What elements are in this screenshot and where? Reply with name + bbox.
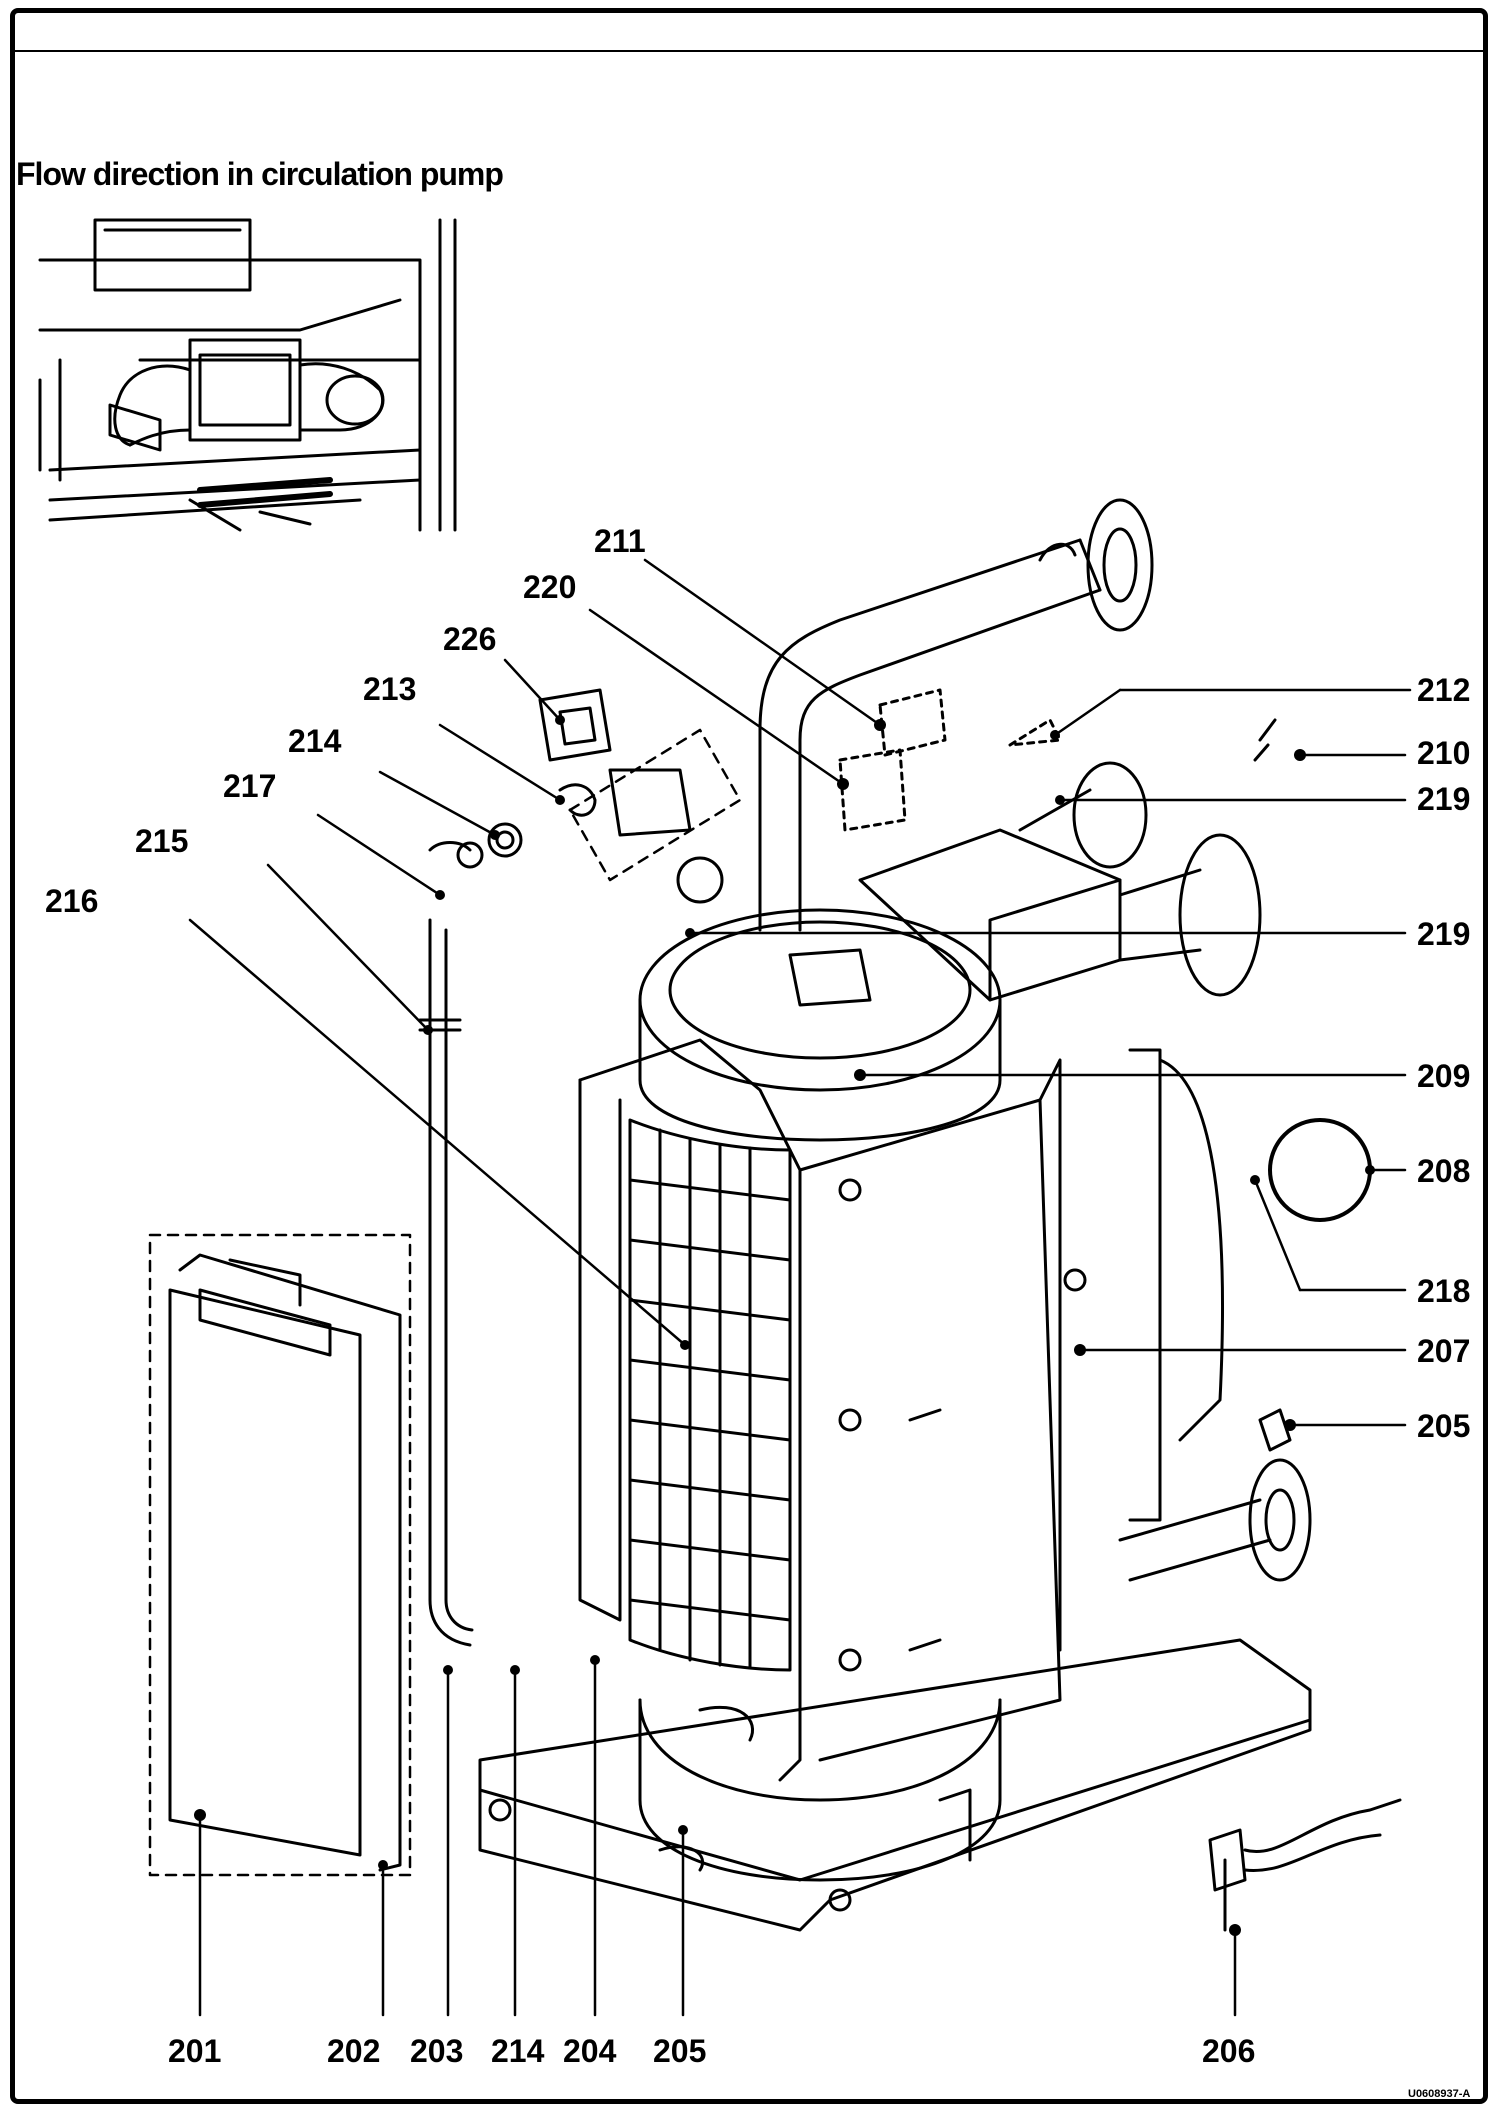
callout-label: 208 — [1417, 1153, 1470, 1189]
water-pipe — [418, 841, 474, 1647]
boiler-body — [478, 761, 1312, 1932]
callout-label: 210 — [1417, 735, 1470, 771]
inset-title: Flow direction in circulation pump — [16, 156, 504, 192]
return-pipe — [1118, 1458, 1312, 1582]
callout-label: 201 — [168, 2033, 221, 2069]
callout-label: 213 — [363, 671, 416, 707]
callout-labels: 211 220 226 213 214 217 215 216 212 210 … — [45, 523, 1470, 2069]
callout-label: 216 — [45, 883, 98, 919]
front-panel — [148, 1233, 412, 1877]
callout-label: 205 — [1417, 1408, 1470, 1444]
document-id: U0608937-A — [1408, 2088, 1471, 2100]
callout-label: 220 — [523, 569, 576, 605]
callout-label: 207 — [1417, 1333, 1470, 1369]
callout-label: 203 — [410, 2033, 463, 2069]
callout-label: 212 — [1417, 672, 1470, 708]
callout-label: 205 — [653, 2033, 706, 2069]
callout-label: 218 — [1417, 1273, 1470, 1309]
callout-label: 219 — [1417, 916, 1470, 952]
callout-label: 226 — [443, 621, 496, 657]
callout-label: 215 — [135, 823, 188, 859]
exhaust-pipe — [758, 498, 1154, 932]
inset-pump-detail — [38, 218, 457, 532]
callout-label: 217 — [223, 768, 276, 804]
leader-dots — [194, 715, 1375, 1936]
header-rule — [14, 50, 1486, 52]
callout-label: 214 — [491, 2033, 545, 2069]
diagram-frame — [10, 8, 1488, 2104]
callout-label: 206 — [1202, 2033, 1255, 2069]
flow-sensor — [1208, 1798, 1402, 1932]
leader-lines — [188, 558, 1412, 2017]
gas-valve-assembly — [538, 688, 742, 882]
callout-label: 219 — [1417, 781, 1470, 817]
callout-label: 202 — [327, 2033, 380, 2069]
callout-label: 209 — [1417, 1058, 1470, 1094]
callout-label: 214 — [288, 723, 342, 759]
callout-label: 211 — [594, 523, 646, 559]
callout-label: 204 — [563, 2033, 617, 2069]
